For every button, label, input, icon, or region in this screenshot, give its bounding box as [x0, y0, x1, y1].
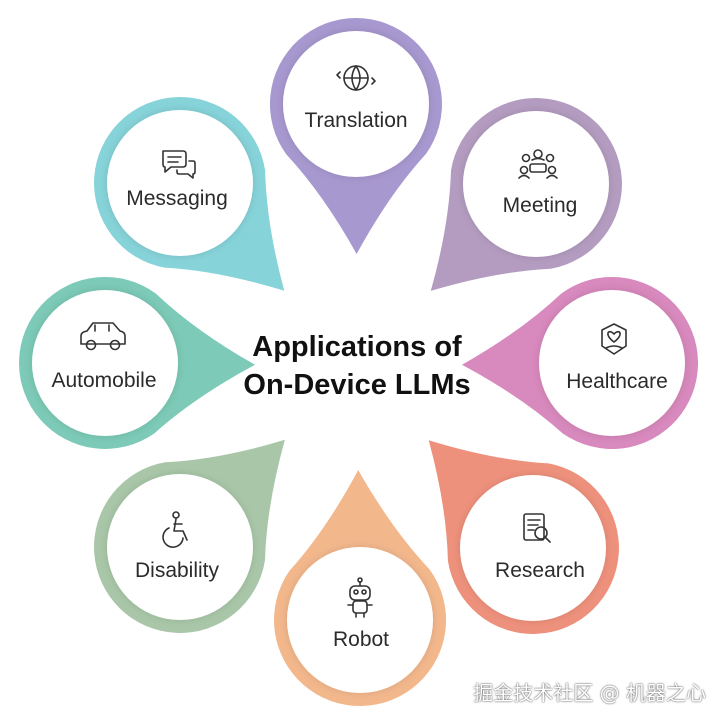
wheelchair-icon — [162, 511, 188, 548]
petal-label-disability: Disability — [134, 559, 220, 582]
diagram-title: Applications of On-Device LLMs — [243, 328, 470, 404]
petal-inner-circle-disability — [107, 474, 253, 620]
car-icon — [80, 322, 126, 351]
petal-meeting — [430, 97, 622, 291]
chat-bubbles-icon — [162, 150, 196, 179]
petal-label-research: Research — [495, 559, 585, 582]
petal-inner-circle-automobile — [32, 290, 178, 436]
petal-label-robot: Robot — [332, 628, 390, 651]
petal-label-automobile: Automobile — [51, 369, 157, 392]
petal-inner-circle-meeting — [463, 111, 609, 257]
people-meeting-icon — [518, 149, 558, 179]
petal-automobile — [19, 276, 256, 449]
petal-inner-circle-messaging — [107, 110, 253, 256]
petal-inner-circle-healthcare — [539, 290, 685, 436]
watermark: 掘金技术社区 @ 机器之心 — [473, 681, 706, 705]
petal-translation — [269, 18, 442, 255]
petal-label-translation: Translation — [304, 109, 408, 132]
heart-in-hand-icon — [601, 323, 627, 355]
petal-inner-circle-robot — [287, 547, 433, 693]
petal-inner-circle-research — [460, 475, 606, 621]
title-line-1: Applications of — [252, 331, 462, 363]
globe-translation-icon — [336, 65, 376, 91]
title-line-2: On-Device LLMs — [243, 369, 471, 401]
petal-healthcare — [462, 276, 699, 449]
petal-label-healthcare: Healthcare — [566, 370, 668, 393]
petal-messaging — [94, 97, 285, 291]
petal-robot — [274, 470, 447, 707]
petal-research — [428, 440, 619, 634]
petal-inner-circle-translation — [283, 31, 429, 177]
petal-disability — [94, 439, 285, 633]
petal-label-messaging: Messaging — [126, 187, 228, 210]
petal-label-meeting: Meeting — [502, 194, 578, 217]
robot-icon — [347, 577, 373, 618]
document-search-icon — [523, 513, 551, 543]
